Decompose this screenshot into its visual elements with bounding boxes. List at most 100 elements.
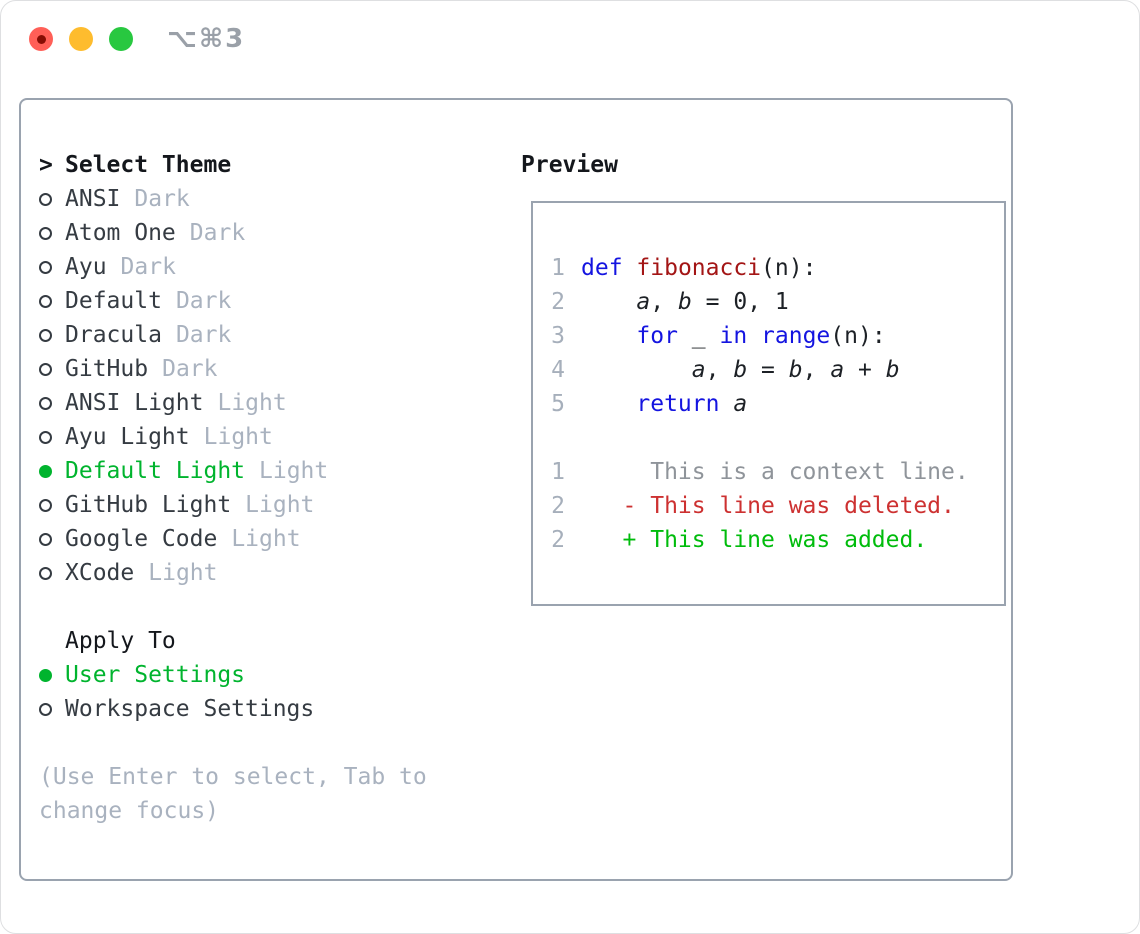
apply-option-user-settings[interactable]: User Settings: [39, 658, 427, 692]
theme-option-label: ANSI: [65, 186, 121, 212]
theme-option-label: Default: [65, 288, 162, 314]
token-plain: ,: [705, 357, 734, 383]
hint-line-2: change focus): [39, 798, 220, 824]
line-number: 2: [551, 493, 565, 519]
theme-variant-label: Dark: [120, 254, 176, 280]
radio-gutter: [39, 396, 65, 410]
close-button[interactable]: [29, 27, 53, 51]
diff-line-deleted: 2 - This line was deleted.: [551, 489, 996, 523]
token-plain: [623, 251, 637, 285]
token-kw: range: [761, 323, 831, 349]
radio-unselected-icon: [39, 226, 52, 240]
select-theme-title: Select Theme: [65, 152, 232, 178]
theme-option-ansi[interactable]: ANSI Dark: [39, 182, 427, 216]
token-plain: ,: [802, 357, 831, 383]
radio-unselected-icon: [39, 532, 52, 546]
radio-gutter: [39, 362, 65, 376]
diff-text: - This line was deleted.: [581, 493, 955, 519]
apply-option-workspace-settings[interactable]: Workspace Settings: [39, 692, 427, 726]
radio-gutter: [39, 328, 65, 342]
radio-unselected-icon: [39, 396, 52, 410]
token-plain: [581, 353, 692, 387]
minimize-button[interactable]: [69, 27, 93, 51]
token-var: b: [677, 289, 692, 315]
code-line: 5 return a: [551, 387, 996, 421]
line-number: 5: [551, 391, 565, 417]
token-plain: ,: [650, 289, 678, 315]
radio-gutter: [39, 226, 65, 240]
theme-option-label: Ayu Light: [65, 424, 190, 450]
apply-option-label: User Settings: [65, 662, 246, 688]
preview-title: Preview: [521, 152, 618, 178]
token-plain: =: [747, 357, 789, 383]
token-kw: in: [719, 323, 748, 349]
theme-variant-label: Light: [148, 560, 218, 586]
line-number: 1: [551, 255, 565, 281]
line-number: 2: [551, 289, 565, 315]
theme-option-ayu[interactable]: Ayu Dark: [39, 250, 427, 284]
token-kw: def: [581, 255, 623, 281]
line-number: 3: [551, 323, 565, 349]
spacer: [39, 590, 427, 624]
diff-line-added: 2 + This line was added.: [551, 523, 996, 557]
theme-variant-label: Dark: [175, 288, 232, 314]
radio-unselected-icon: [39, 192, 52, 206]
radio-unselected-icon: [39, 260, 52, 274]
titlebar-traffic-lights: [29, 27, 133, 51]
theme-variant-label: Light: [217, 390, 287, 416]
token-var: a: [733, 391, 748, 417]
radio-gutter: [39, 702, 65, 716]
theme-option-label: Google Code: [65, 526, 218, 552]
token-var: a: [636, 289, 651, 315]
theme-option-label: ANSI Light: [65, 390, 204, 416]
radio-unselected-icon: [39, 294, 52, 308]
radio-selected-icon: [39, 464, 52, 478]
token-plain: (n):: [761, 255, 817, 281]
theme-option-label: Ayu: [65, 254, 107, 280]
token-plain: [719, 387, 733, 421]
zoom-button[interactable]: [109, 27, 133, 51]
diff-line-context: 1 This is a context line.: [551, 455, 996, 489]
theme-option-label: GitHub: [65, 356, 149, 382]
prompt-caret: >: [39, 152, 53, 178]
theme-variant-label: Dark: [134, 186, 190, 212]
theme-option-ansi-light[interactable]: ANSI Light Light: [39, 386, 427, 420]
code-line: 2 a, b = 0, 1: [551, 285, 996, 319]
token-kw: return: [636, 391, 720, 417]
theme-variant-label: Light: [259, 458, 329, 484]
apply-to-title: Apply To: [65, 628, 176, 654]
radio-unselected-icon: [39, 328, 52, 342]
token-plain: +: [844, 357, 886, 383]
diff-text: This is a context line.: [581, 459, 969, 485]
token-var: b: [788, 357, 803, 383]
line-number: 4: [551, 357, 565, 383]
theme-option-ayu-light[interactable]: Ayu Light Light: [39, 420, 427, 454]
token-plain: [581, 387, 636, 421]
token-var: b: [733, 357, 748, 383]
theme-option-label: Dracula: [65, 322, 162, 348]
theme-option-default[interactable]: Default Dark: [39, 284, 427, 318]
radio-unselected-icon: [39, 566, 52, 580]
close-button-dot-icon: [36, 34, 46, 44]
token-plain: = 0, 1: [691, 289, 789, 315]
radio-gutter: [39, 498, 65, 512]
theme-variant-label: Light: [203, 424, 273, 450]
window-title: ⌥⌘3: [167, 24, 246, 54]
theme-option-label: GitHub Light: [65, 492, 232, 518]
token-kw: for: [636, 323, 678, 349]
token-plain: [747, 319, 761, 353]
